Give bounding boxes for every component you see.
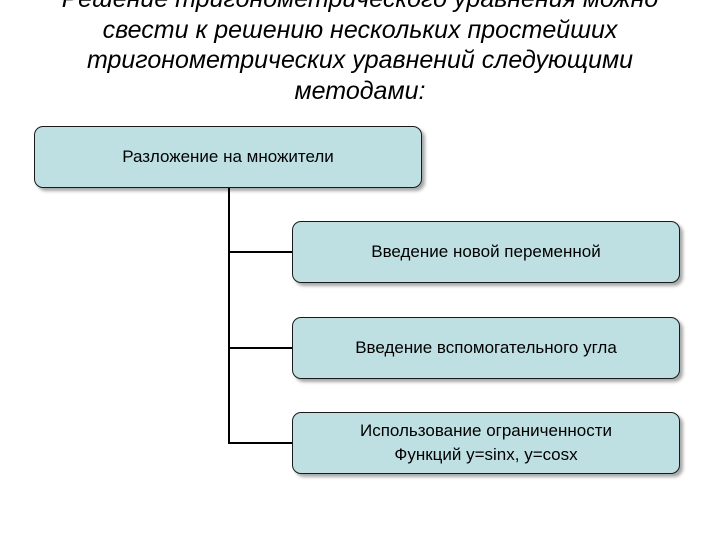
node-label: Использование ограниченности [360,421,612,440]
title-line: свести к решению нескольких простейших [102,15,618,44]
title-line: Решение тригонометрического уравнения мо… [0,0,720,15]
node-label: Функций y=sinx, y=cosx [394,445,578,464]
child-node-new-variable: Введение новой переменной [292,221,680,283]
title-line: тригонометрических уравнений следующими [86,46,634,74]
node-label: Введение вспомогательного угла [355,338,617,357]
child-node-boundedness: Использование ограниченности Функций y=s… [292,412,680,474]
title-line: методами: [294,76,426,105]
slide-title: Решение тригонометрического уравнения мо… [0,0,720,106]
root-node-factorization: Разложение на множители [34,126,422,188]
node-label: Введение новой переменной [371,242,601,261]
child-node-auxiliary-angle: Введение вспомогательного угла [292,317,680,379]
node-label: Разложение на множители [122,147,334,166]
